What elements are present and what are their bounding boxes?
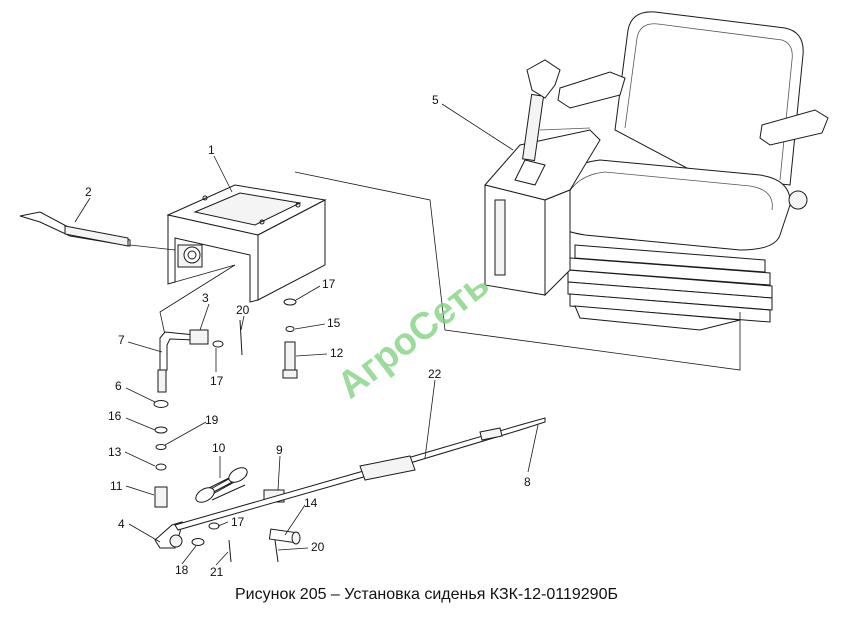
callout-6: 6: [115, 379, 122, 393]
callout-16: 16: [108, 409, 122, 423]
callout-14: 14: [304, 496, 318, 510]
callout-4: 4: [118, 517, 125, 531]
callout-8: 8: [524, 475, 531, 489]
callout-1: 1: [208, 143, 215, 157]
callout-numbers: 1 2 3 5 20 17 15 12 7 17 6 16 19 10 13 9…: [85, 93, 531, 579]
callout-20a: 20: [236, 303, 250, 317]
callout-21: 21: [210, 565, 224, 579]
seat-base-frame: [166, 184, 327, 303]
seat-assembly: [484, 11, 829, 331]
callout-12: 12: [330, 346, 344, 360]
callout-17a: 17: [322, 277, 336, 291]
callout-15: 15: [327, 316, 341, 330]
callout-9: 9: [276, 443, 283, 457]
callout-17c: 17: [231, 515, 245, 529]
callout-2: 2: [85, 185, 92, 199]
callout-5: 5: [432, 93, 439, 107]
callout-19: 19: [205, 413, 219, 427]
watermark-text: АгроСеть: [330, 263, 498, 407]
callout-7: 7: [118, 333, 125, 347]
assembly-guide-lines: [129, 171, 741, 371]
leader-lines: [74, 103, 539, 566]
callout-18: 18: [175, 563, 189, 577]
callout-11: 11: [110, 479, 123, 493]
rod-part-2: [19, 211, 131, 247]
callout-3: 3: [202, 291, 209, 305]
callout-22: 22: [428, 367, 442, 381]
figure-caption: Рисунок 205 – Установка сиденья КЗК-12-0…: [235, 586, 618, 603]
lower-lever-assembly: [153, 298, 546, 563]
callout-20b: 20: [311, 540, 325, 554]
callout-13: 13: [108, 445, 122, 459]
callout-10: 10: [212, 441, 226, 455]
callout-17b: 17: [210, 374, 224, 388]
